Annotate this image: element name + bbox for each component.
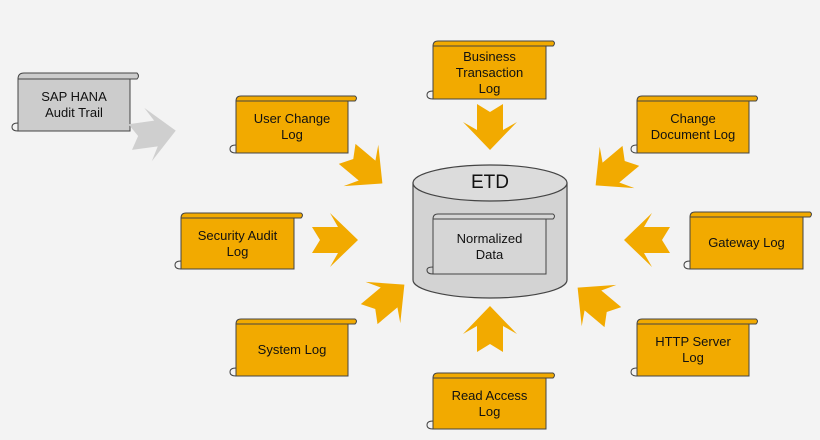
read-access-log-label: Read Access Log: [451, 387, 528, 419]
arrow-system-to-etd: [351, 263, 422, 335]
user-change-log-label: User Change Log: [253, 111, 331, 142]
normalized-data-label: Normalized Data: [456, 230, 523, 262]
security-audit-log-label: Security Audit Log: [197, 227, 278, 259]
http-server-log-label: HTTP Server Log: [655, 334, 731, 365]
system-log-scroll: [229, 318, 357, 377]
source-feed-arrow: [126, 103, 180, 164]
arrow-gateway-to-etd: [624, 213, 670, 267]
normalized-data-scroll: [426, 213, 555, 275]
change-document-log-label: Change Document Log: [650, 111, 736, 142]
arrow-http-server-to-etd: [560, 266, 631, 338]
sap-hana-audit-trail-label: SAP HANA Audit Trail: [41, 89, 107, 120]
http-server-log-scroll: [630, 318, 758, 377]
arrow-security-audit-to-etd: [312, 213, 358, 267]
business-transaction-log-scroll: [426, 40, 555, 100]
gateway-log-label: Gateway Log: [708, 235, 785, 250]
security-audit-log-scroll: [174, 212, 303, 270]
read-access-log-scroll: [426, 372, 555, 430]
gateway-log-scroll: [683, 211, 812, 270]
change-document-log-scroll: [630, 95, 758, 154]
arrow-business-transaction-to-etd: [463, 104, 517, 150]
business-transaction-log-label: Business Transaction Log: [455, 48, 524, 96]
system-log-label: System Log: [257, 342, 327, 357]
user-change-log-scroll: [229, 95, 357, 154]
arrow-read-access-to-etd: [463, 306, 517, 352]
etd-title: ETD: [471, 172, 509, 193]
sap-hana-audit-trail-scroll: [11, 72, 139, 132]
